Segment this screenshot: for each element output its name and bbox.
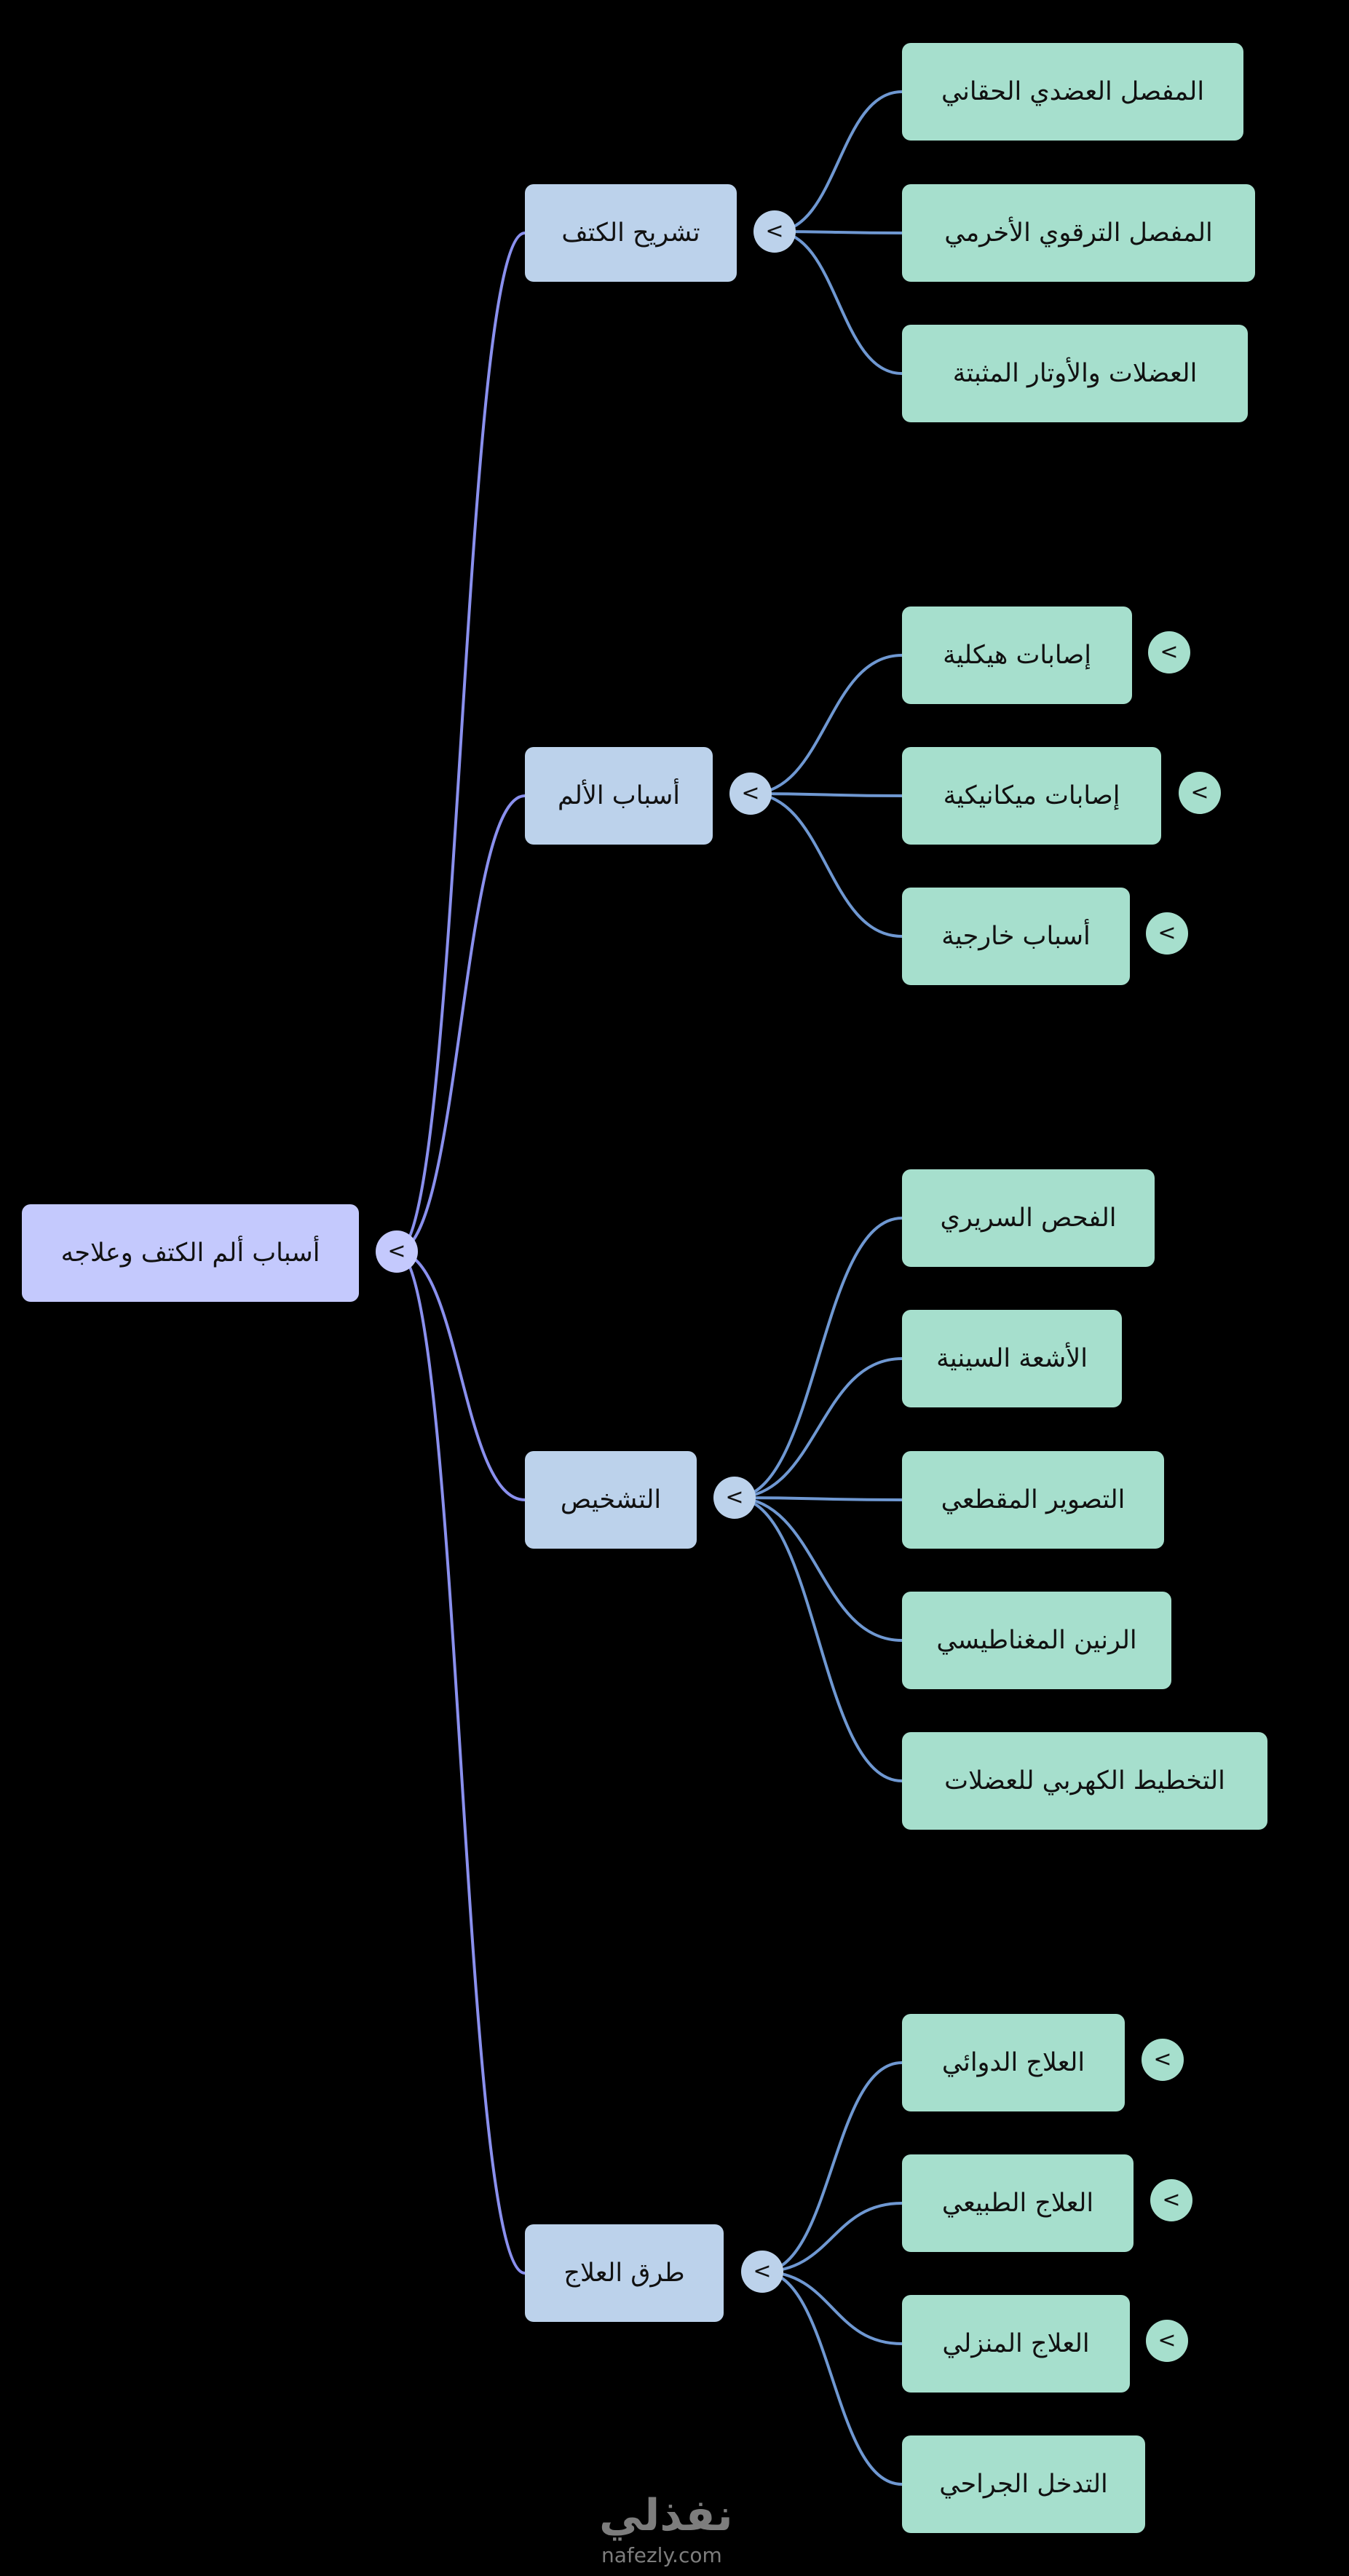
branch-node-diagnosis[interactable]: التشخيص	[525, 1451, 697, 1549]
connector-line	[734, 1357, 903, 1499]
leaf-expand-toggle[interactable]: <	[1150, 2179, 1192, 2221]
leaf-node[interactable]: الأشعة السينية	[902, 1310, 1122, 1407]
connector-line	[396, 794, 526, 1253]
connector-line	[734, 1217, 903, 1499]
leaf-expand-toggle[interactable]: <	[1146, 912, 1188, 955]
connector-line	[750, 792, 903, 797]
connector-line	[761, 2270, 903, 2345]
leaf-expand-toggle[interactable]: <	[1146, 2320, 1188, 2362]
connector-line	[396, 1250, 526, 1501]
branch-node-causes[interactable]: أسباب الألم	[525, 747, 713, 845]
connector-line	[750, 792, 903, 938]
leaf-expand-toggle[interactable]: <	[1148, 631, 1190, 673]
connector-line	[750, 654, 903, 795]
connector-line	[761, 2270, 903, 2486]
leaf-node[interactable]: العلاج الطبيعي	[902, 2154, 1134, 2252]
root-collapse-toggle[interactable]: <	[376, 1230, 418, 1273]
branch-node-anatomy[interactable]: تشريح الكتف	[525, 184, 737, 282]
connector-line	[396, 232, 526, 1253]
leaf-expand-toggle[interactable]: <	[1142, 2039, 1184, 2081]
branch-collapse-toggle-causes[interactable]: <	[729, 773, 772, 815]
connector-line	[761, 2061, 903, 2273]
root-node[interactable]: أسباب ألم الكتف وعلاجه	[22, 1204, 359, 1302]
branch-collapse-toggle-anatomy[interactable]: <	[753, 210, 796, 253]
leaf-expand-toggle[interactable]: <	[1179, 772, 1221, 814]
leaf-node[interactable]: الفحص السريري	[902, 1169, 1155, 1267]
connector-line	[396, 1250, 526, 2275]
branch-collapse-toggle-diagnosis[interactable]: <	[713, 1477, 756, 1519]
branch-node-treatment[interactable]: طرق العلاج	[525, 2224, 724, 2322]
connector-line	[734, 1496, 903, 1782]
connector-line	[774, 90, 903, 233]
leaf-node[interactable]: الرنين المغناطيسي	[902, 1592, 1171, 1689]
leaf-node[interactable]: التدخل الجراحي	[902, 2435, 1145, 2533]
leaf-node[interactable]: المفصل الترقوي الأخرمي	[902, 184, 1255, 282]
leaf-node[interactable]: إصابات هيكلية	[902, 607, 1132, 704]
connector-line	[734, 1496, 903, 1501]
leaf-node[interactable]: العلاج المنزلي	[902, 2295, 1130, 2393]
connector-line	[734, 1496, 903, 1642]
leaf-node[interactable]: أسباب خارجية	[902, 888, 1130, 985]
watermark-url: nafezly.com	[601, 2543, 722, 2567]
leaf-node[interactable]: التخطيط الكهربي للعضلات	[902, 1732, 1267, 1830]
connector-line	[761, 2202, 903, 2273]
leaf-node[interactable]: المفصل العضدي الحقاني	[902, 43, 1243, 141]
leaf-node[interactable]: التصوير المقطعي	[902, 1451, 1164, 1549]
connector-line	[774, 230, 903, 375]
branch-collapse-toggle-treatment[interactable]: <	[741, 2251, 783, 2293]
leaf-node[interactable]: العلاج الدوائي	[902, 2014, 1125, 2111]
leaf-node[interactable]: العضلات والأوتار المثبتة	[902, 325, 1248, 422]
leaf-node[interactable]: إصابات ميكانيكية	[902, 747, 1161, 845]
watermark-logo: نفذلي	[599, 2490, 733, 2541]
